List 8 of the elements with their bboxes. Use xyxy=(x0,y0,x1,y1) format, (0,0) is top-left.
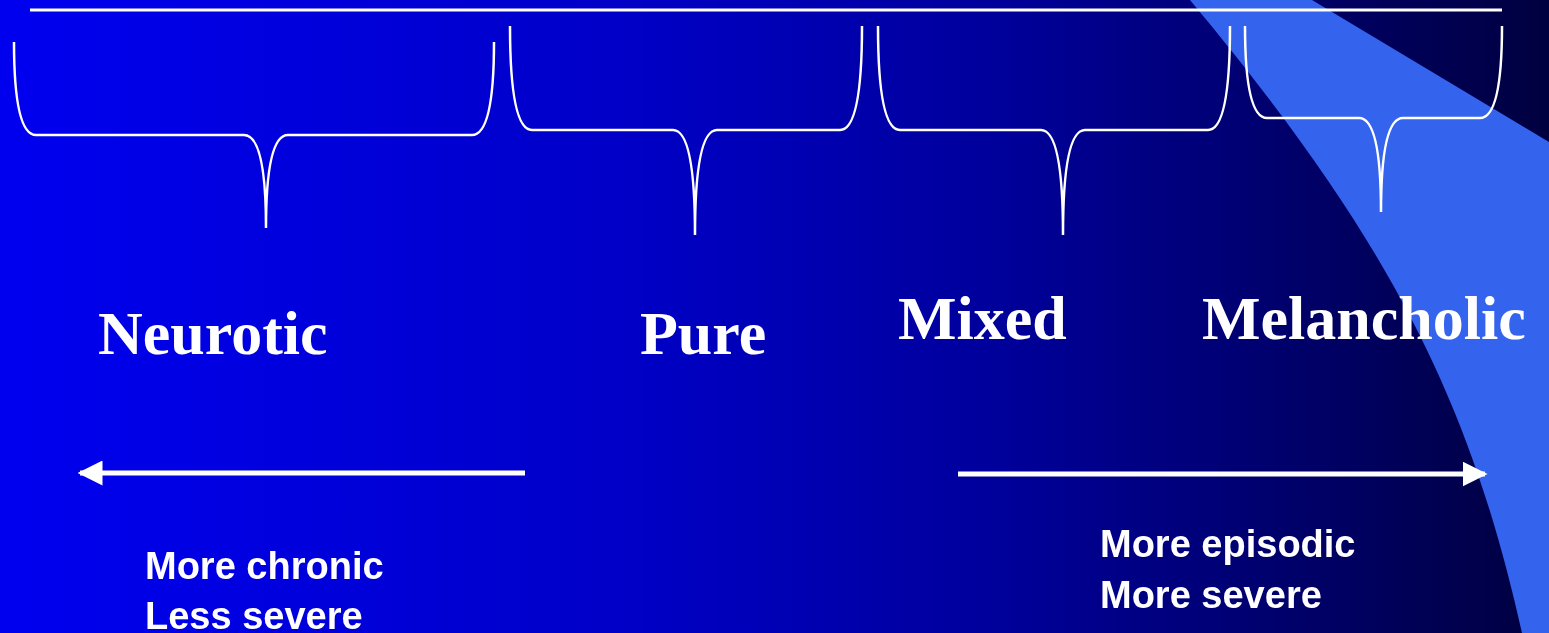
category-label: Pure xyxy=(640,302,767,364)
note-text: More episodic xyxy=(1100,525,1356,563)
category-label: Mixed xyxy=(898,287,1067,349)
category-label: Melancholic xyxy=(1202,287,1526,349)
category-label: Neurotic xyxy=(98,302,328,364)
note-text: More chronic xyxy=(145,547,384,585)
note-text: Less severe xyxy=(145,597,363,633)
note-text: More severe xyxy=(1100,576,1322,614)
